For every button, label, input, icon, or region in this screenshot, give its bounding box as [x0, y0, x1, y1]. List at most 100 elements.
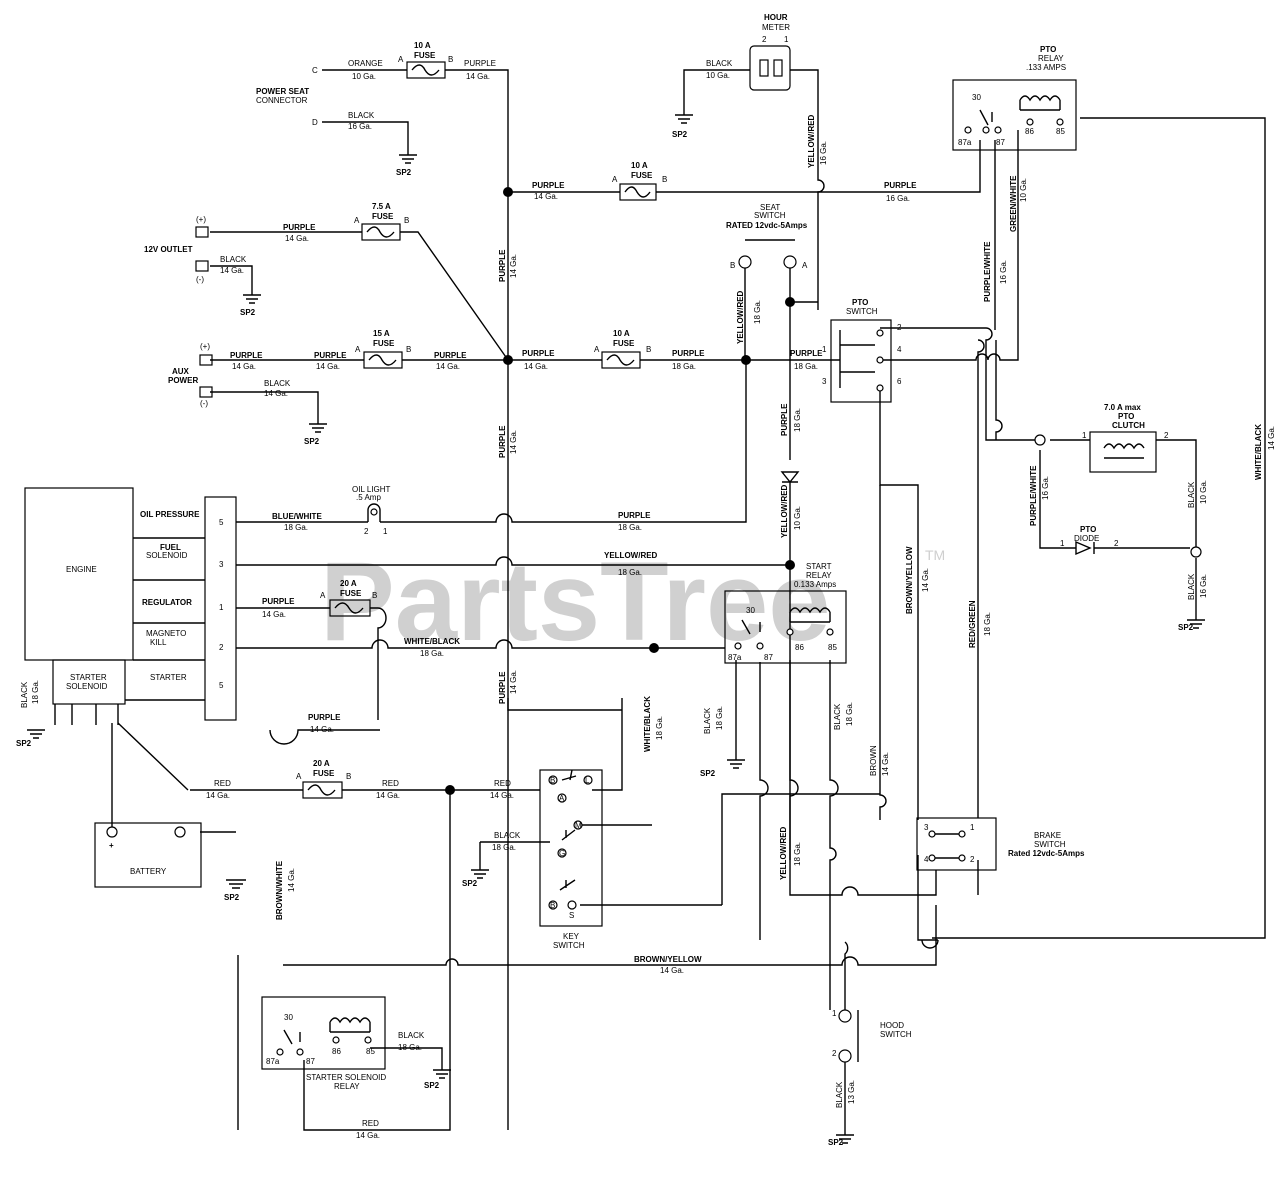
- svg-text:18 Ga.: 18 Ga.: [492, 843, 516, 852]
- svg-text:YELLOW/RED: YELLOW/RED: [780, 484, 789, 538]
- ground-symbol: SP2: [828, 1134, 854, 1147]
- start-relay: START RELAY 0.133 Amps 30 87a 87 86 85: [724, 562, 847, 664]
- junction-dot: [445, 785, 455, 795]
- svg-text:FUSE: FUSE: [340, 589, 362, 598]
- svg-text:(-): (-): [200, 399, 208, 408]
- svg-text:10 A: 10 A: [414, 41, 431, 50]
- svg-text:18 Ga.: 18 Ga.: [618, 523, 642, 532]
- svg-text:FUEL: FUEL: [160, 543, 181, 552]
- svg-text:CLUTCH: CLUTCH: [1112, 421, 1145, 430]
- svg-text:RED: RED: [362, 1119, 379, 1128]
- wire-hourmeter-black: [683, 69, 750, 115]
- svg-text:FUSE: FUSE: [631, 171, 653, 180]
- svg-text:2: 2: [1114, 539, 1119, 548]
- svg-text:87a: 87a: [266, 1057, 280, 1066]
- fuse-6: 20 A FUSE A B: [320, 579, 377, 617]
- svg-text:WHITE/BLACK: WHITE/BLACK: [1254, 424, 1263, 480]
- svg-text:PTO: PTO: [852, 298, 868, 307]
- svg-text:BLACK: BLACK: [833, 703, 842, 730]
- svg-text:SP2: SP2: [224, 893, 240, 902]
- svg-text:RELAY: RELAY: [334, 1082, 360, 1091]
- svg-text:(+): (+): [196, 215, 206, 224]
- svg-text:SWITCH: SWITCH: [754, 211, 786, 220]
- svg-text:14 Ga.: 14 Ga.: [287, 868, 296, 892]
- svg-text:FUSE: FUSE: [372, 212, 394, 221]
- svg-text:87: 87: [996, 138, 1005, 147]
- svg-text:SWITCH: SWITCH: [1034, 840, 1066, 849]
- svg-text:PURPLE: PURPLE: [498, 249, 507, 282]
- svg-text:2: 2: [364, 527, 369, 536]
- svg-text:YELLOW/RED: YELLOW/RED: [807, 114, 816, 168]
- wires: [111, 69, 1266, 1135]
- svg-text:14 Ga.: 14 Ga.: [232, 362, 256, 371]
- svg-text:BROWN/WHITE: BROWN/WHITE: [275, 860, 284, 920]
- wire-fuel: [236, 556, 790, 566]
- svg-text:16 Ga.: 16 Ga.: [886, 194, 910, 203]
- svg-text:B: B: [346, 772, 351, 781]
- pto-switch: PTO SWITCH 1 2 3 4 6: [822, 298, 902, 403]
- svg-text:PURPLE/WHITE: PURPLE/WHITE: [1029, 465, 1038, 526]
- pto-diode: PTO DIODE 1 2: [1060, 525, 1202, 558]
- svg-text:PURPLE: PURPLE: [790, 349, 823, 358]
- svg-text:RED: RED: [214, 779, 231, 788]
- key-switch: B L A M G B S KEY SWITCH: [539, 769, 603, 950]
- wire-key-whiteblack: [592, 698, 623, 791]
- svg-text:SP2: SP2: [240, 308, 256, 317]
- fuse-3: 7.5 A FUSE A B: [354, 202, 409, 241]
- svg-text:YELLOW/RED: YELLOW/RED: [736, 290, 745, 344]
- svg-text:10 Ga.: 10 Ga.: [706, 71, 730, 80]
- svg-text:D: D: [312, 118, 318, 127]
- svg-text:B: B: [662, 175, 667, 184]
- svg-text:PURPLE: PURPLE: [434, 351, 467, 360]
- svg-text:HOUR: HOUR: [764, 13, 788, 22]
- svg-text:STARTER SOLENOID: STARTER SOLENOID: [306, 1073, 386, 1082]
- svg-text:C: C: [312, 66, 318, 75]
- svg-text:1: 1: [1060, 539, 1065, 548]
- svg-text:PURPLE: PURPLE: [498, 425, 507, 458]
- svg-text:18 Ga.: 18 Ga.: [794, 362, 818, 371]
- ground-symbol: SP2: [672, 114, 693, 139]
- svg-text:A: A: [355, 345, 361, 354]
- wire-outlet-black: [210, 265, 253, 295]
- svg-text:18 Ga.: 18 Ga.: [672, 362, 696, 371]
- svg-text:87: 87: [764, 653, 773, 662]
- svg-text:86: 86: [332, 1047, 341, 1056]
- svg-text:SP2: SP2: [828, 1138, 844, 1147]
- svg-text:14 Ga.: 14 Ga.: [220, 266, 244, 275]
- svg-text:.5 Amp: .5 Amp: [356, 493, 381, 502]
- svg-text:SP2: SP2: [700, 769, 716, 778]
- svg-text:PURPLE: PURPLE: [314, 351, 347, 360]
- svg-text:SP2: SP2: [1178, 623, 1194, 632]
- svg-text:30: 30: [972, 93, 981, 102]
- svg-text:STARTER: STARTER: [70, 673, 107, 682]
- svg-text:20 A: 20 A: [340, 579, 357, 588]
- svg-text:10 A: 10 A: [631, 161, 648, 170]
- svg-text:B: B: [372, 591, 377, 600]
- svg-text:14 Ga.: 14 Ga.: [310, 725, 334, 734]
- svg-text:A: A: [802, 261, 808, 270]
- svg-text:14 Ga.: 14 Ga.: [376, 791, 400, 800]
- engine: ENGINE OIL PRESSURE FUEL SOLENOID REGULA…: [24, 487, 237, 725]
- svg-text:18 Ga.: 18 Ga.: [845, 702, 854, 726]
- ground-symbol: SP2: [224, 879, 246, 902]
- svg-text:(-): (-): [196, 275, 204, 284]
- svg-text:B: B: [730, 261, 735, 270]
- wire-clutch: [1050, 439, 1197, 548]
- fuse-5: 10 A FUSE A B: [594, 329, 651, 369]
- svg-text:PTO: PTO: [1080, 525, 1096, 534]
- svg-text:1: 1: [219, 603, 224, 612]
- svg-text:30: 30: [746, 606, 755, 615]
- wire-redgreen: [977, 339, 985, 818]
- svg-text:CONNECTOR: CONNECTOR: [256, 96, 308, 105]
- svg-text:85: 85: [1056, 127, 1065, 136]
- seat-switch: SEAT SWITCH RATED 12vdc-5Amps B A: [726, 203, 808, 270]
- wire-whiteblack-long: [932, 117, 1266, 939]
- svg-text:MAGNETO: MAGNETO: [146, 629, 186, 638]
- svg-text:BLACK: BLACK: [1187, 481, 1196, 508]
- svg-text:BRAKE: BRAKE: [1034, 831, 1061, 840]
- svg-text:10 Ga.: 10 Ga.: [1019, 178, 1028, 202]
- svg-text:10 Ga.: 10 Ga.: [793, 506, 802, 530]
- junctions: [445, 187, 795, 795]
- svg-text:1: 1: [1082, 431, 1087, 440]
- grounds: SP2 SP2 SP2 SP2 SP2 SP2 SP2 SP2 SP2 SP2 …: [16, 114, 1205, 1147]
